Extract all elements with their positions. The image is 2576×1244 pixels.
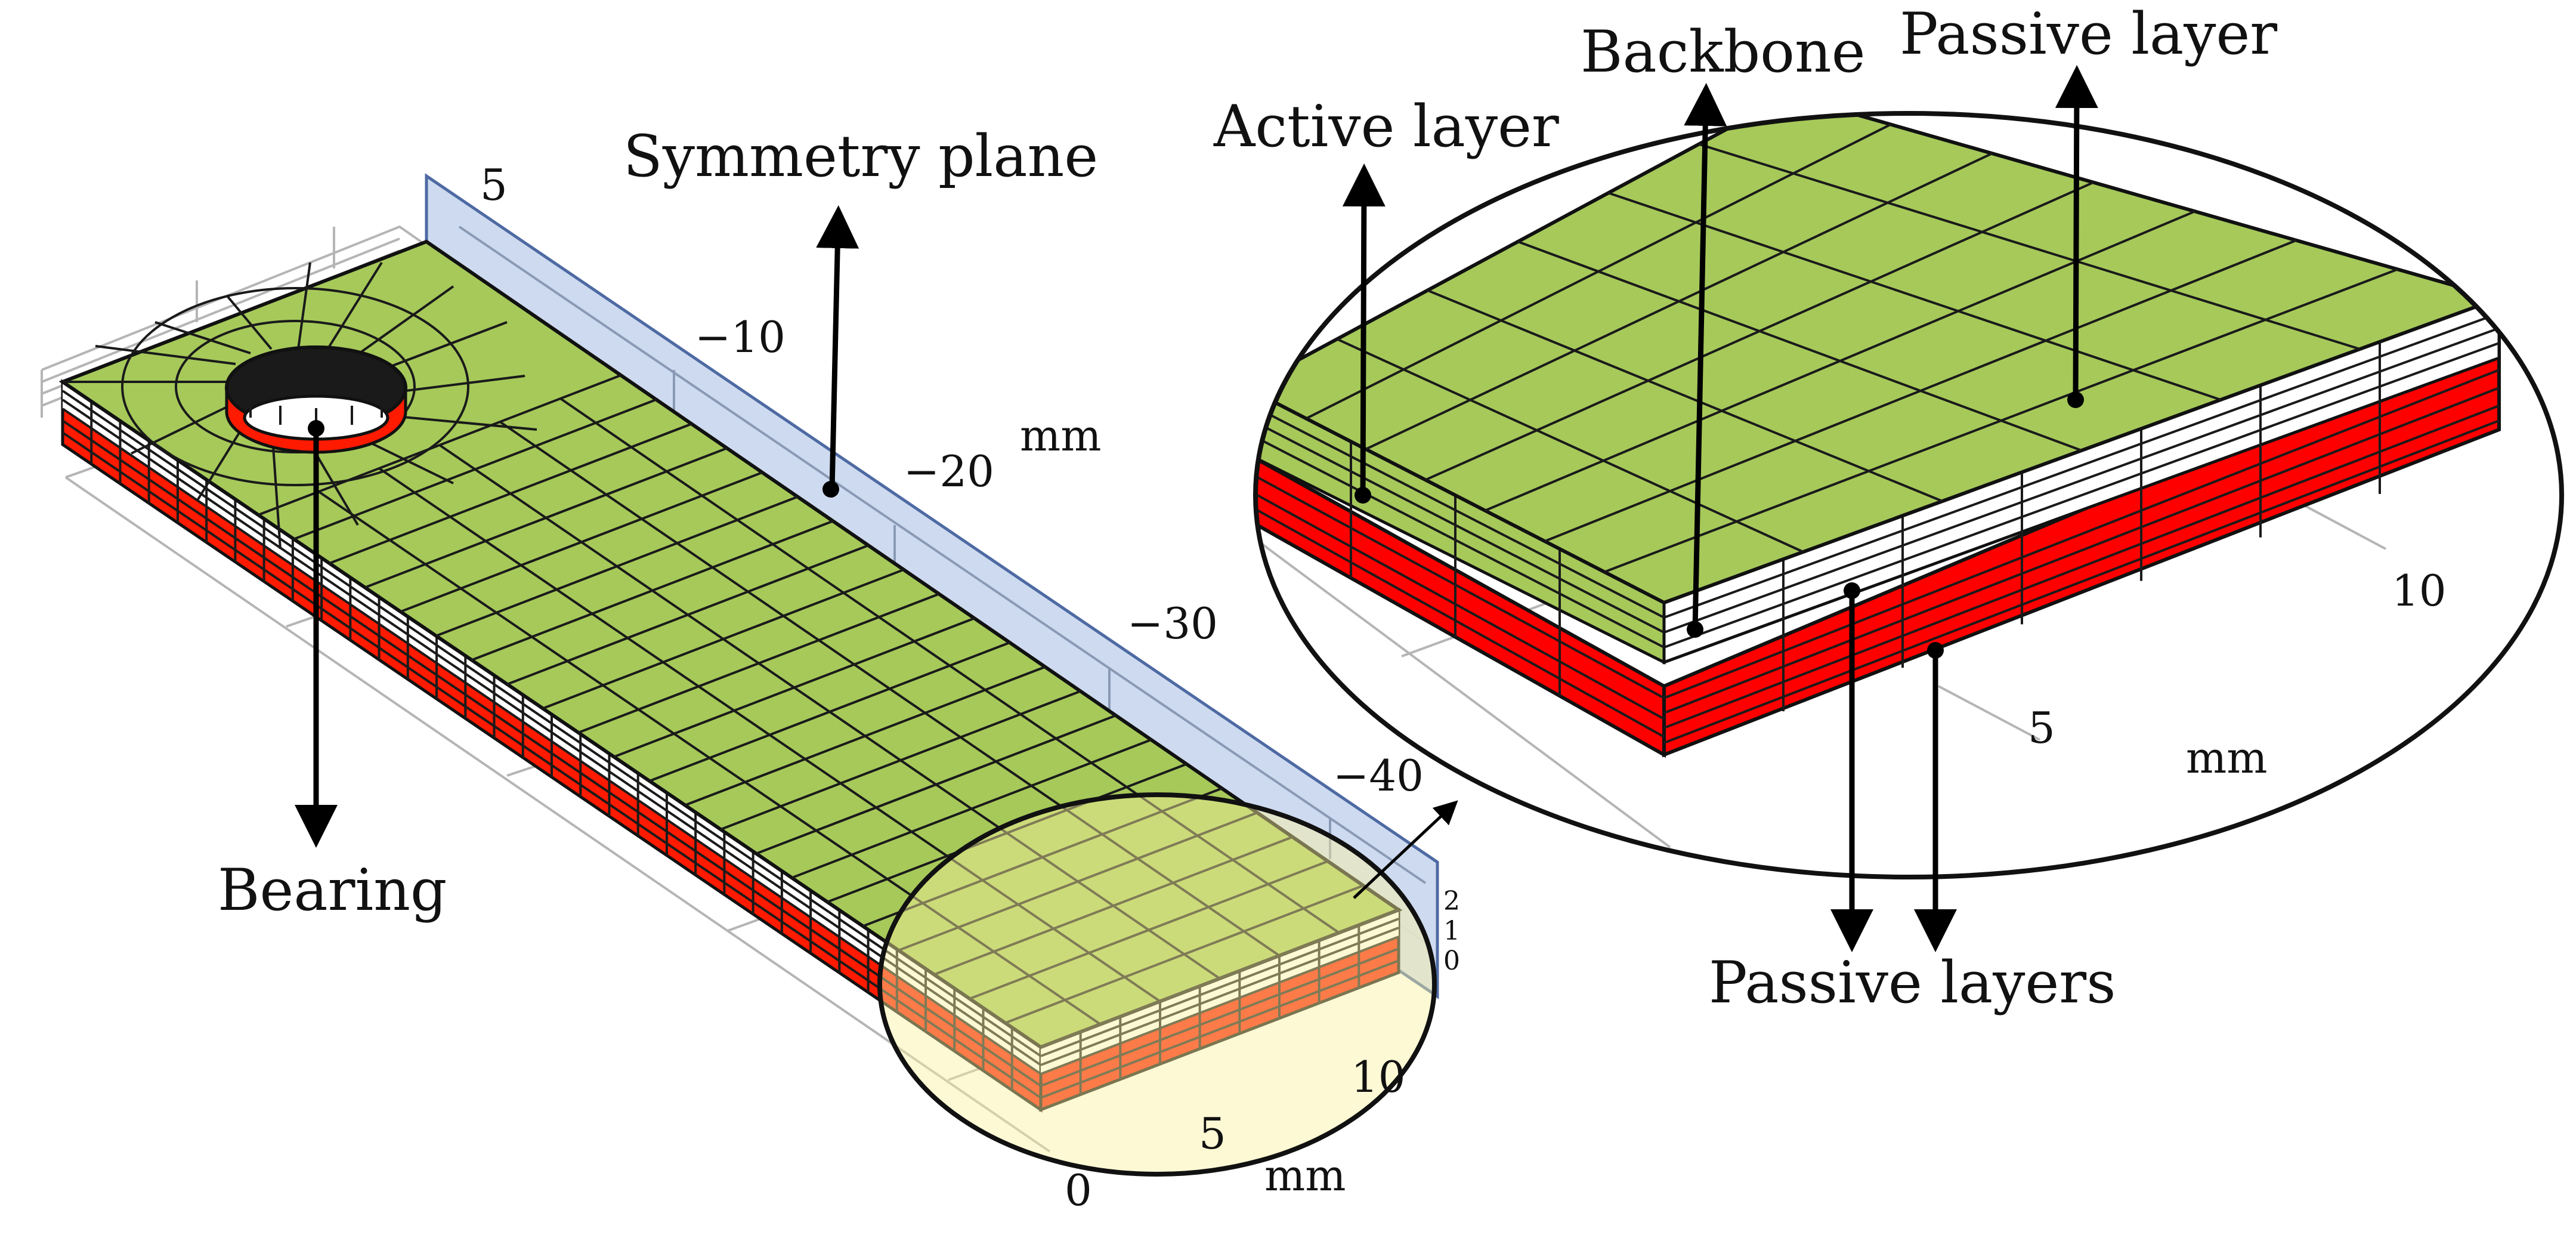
front-face-verticals	[1079, 925, 1360, 1095]
mesh-line	[318, 490, 1102, 1026]
active-layer-label: Active layer	[1213, 93, 1559, 160]
mesh-line	[1427, 289, 1943, 502]
mesh-line	[1517, 240, 2082, 452]
backbone-label: Backbone	[1581, 18, 1866, 85]
bearing-dot	[308, 420, 324, 437]
backbone-arrow	[1684, 83, 1727, 630]
zoom-axis-unit: mm	[2186, 733, 2268, 783]
y-tick-minus-20: −20	[904, 446, 994, 496]
top-face-mesh	[258, 374, 1399, 1048]
mesh-line	[559, 397, 1340, 934]
y-tick-minus-30: −30	[1127, 598, 1218, 649]
active-layer-dot	[1355, 487, 1371, 504]
zoom-ellipse-border	[1253, 111, 2564, 879]
zoom-view: 10 5 mm Active layer Backbone Passive la…	[1213, 1, 2564, 1016]
bearing-label: Bearing	[218, 857, 447, 924]
mesh-line	[438, 444, 1221, 980]
mesh-line	[1698, 143, 2361, 350]
zoom-tick-10: 10	[2392, 566, 2447, 616]
passive-layer-dot	[2067, 391, 2084, 408]
x-axis-unit: mm	[1264, 1150, 1346, 1200]
y-tick-minus-10: −10	[695, 312, 786, 362]
y-tick-minus-40: −40	[1333, 751, 1424, 801]
symmetry-plane-arrow	[816, 205, 859, 490]
x-tick-5: 5	[1199, 1109, 1226, 1159]
front-face-layers	[1040, 918, 1399, 1099]
symmetry-plane-label: Symmetry plane	[623, 123, 1098, 190]
bearing-hole	[225, 345, 407, 454]
x-tick-0: 0	[1065, 1165, 1092, 1215]
backbone-dot	[1687, 621, 1703, 638]
zoom-tick-5: 5	[2028, 703, 2055, 753]
zoom-region-highlight	[877, 792, 1437, 1177]
z-tick-0: 0	[1443, 946, 1460, 976]
left-view: 5 −10 −20 −30 −40 mm 2 1 0 0 5 10 mm Sym…	[41, 123, 1460, 1215]
passive-layers-dot-1	[1844, 582, 1860, 599]
mesh-line	[1336, 338, 1804, 553]
active-layer-arrow	[1342, 163, 1386, 496]
x-tick-10: 10	[1351, 1052, 1406, 1102]
mesh-line	[378, 467, 1161, 1002]
mesh-line	[1608, 192, 2221, 401]
z-tick-1: 1	[1443, 916, 1460, 946]
side-face-verticals	[90, 401, 1013, 1091]
mesh-line	[499, 421, 1281, 957]
y-tick-5: 5	[480, 160, 508, 210]
passive-layer-arrow	[2055, 65, 2098, 400]
zoom-link-arrow	[1353, 800, 1458, 899]
z-tick-2: 2	[1443, 886, 1460, 916]
passive-layer-label: Passive layer	[1900, 1, 2277, 67]
y-axis-unit: mm	[1020, 410, 1102, 461]
symmetry-plane-dot	[822, 481, 839, 498]
front-face-passive	[1041, 910, 1399, 1074]
passive-layers-dot-2	[1927, 642, 1944, 659]
passive-layers-label: Passive layers	[1709, 949, 2116, 1016]
